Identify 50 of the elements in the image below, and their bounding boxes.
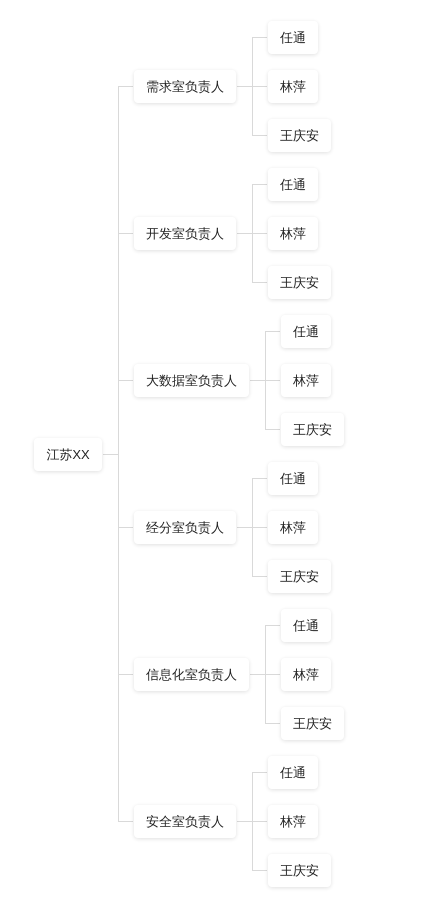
tree-node-box	[268, 266, 331, 299]
node-label: 林萍	[293, 666, 319, 682]
tree-node-box	[268, 805, 318, 838]
tree-node-box	[268, 854, 331, 887]
node-label: 王庆安	[280, 568, 319, 584]
tree-node-box	[268, 756, 318, 789]
tree-node-box	[268, 21, 318, 54]
node-label: 江苏XX	[46, 446, 90, 462]
tree-node-box	[268, 217, 318, 250]
node-label: 林萍	[280, 814, 306, 830]
node-label: 王庆安	[280, 274, 319, 290]
tree-node-box	[134, 805, 236, 838]
node-label: 任通	[280, 30, 306, 46]
tree-node-box	[268, 560, 331, 593]
tree-node-box	[281, 315, 331, 348]
tree-node-box	[281, 413, 344, 446]
tree-node-box	[281, 609, 331, 642]
node-label: 林萍	[293, 372, 319, 388]
node-label: 大数据室负责人	[146, 372, 237, 388]
node-label: 任通	[293, 324, 319, 340]
node-label: 信息化室负责人	[146, 666, 237, 682]
tree-node-box	[134, 217, 236, 250]
tree-node-box	[268, 168, 318, 201]
node-label: 任通	[280, 470, 306, 486]
node-label: 任通	[293, 618, 319, 634]
node-label: 安全室负责人	[146, 814, 224, 830]
node-label: 林萍	[280, 78, 306, 94]
node-label: 经分室负责人	[146, 520, 224, 536]
tree-node-box	[134, 658, 249, 691]
tree-node-box	[281, 364, 331, 397]
node-label: 王庆安	[280, 128, 319, 144]
tree-node-box	[134, 70, 236, 103]
tree-node-box	[134, 364, 249, 397]
tree-node-box	[134, 511, 236, 544]
node-label: 林萍	[280, 520, 306, 536]
node-label: 王庆安	[293, 422, 332, 438]
tree-node-box	[268, 462, 318, 495]
node-label: 任通	[280, 176, 306, 192]
node-label: 王庆安	[280, 862, 319, 878]
node-label: 任通	[280, 764, 306, 780]
node-label: 王庆安	[293, 716, 332, 732]
tree-node-box	[268, 70, 318, 103]
tree-node-box	[281, 707, 344, 740]
tree-node-box	[268, 511, 318, 544]
node-label: 需求室负责人	[146, 78, 224, 94]
tree-node-box	[281, 658, 331, 691]
node-label: 林萍	[280, 226, 306, 242]
tree-node-box	[268, 119, 331, 152]
tree-node-box	[34, 438, 102, 471]
node-label: 开发室负责人	[146, 226, 224, 242]
